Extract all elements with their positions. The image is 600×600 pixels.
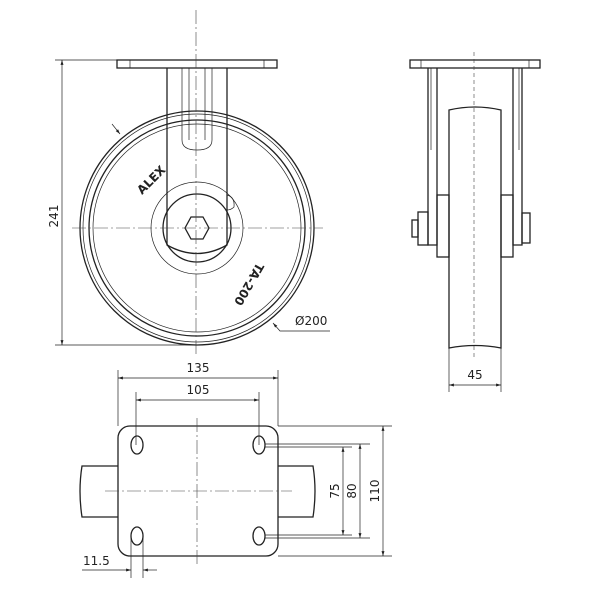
front-view: ALEX TA-200 241 Ø200: [47, 10, 330, 355]
top-plate: [116, 59, 278, 69]
dim-diameter: Ø200: [295, 314, 327, 328]
dim-11-5: 11.5: [83, 554, 110, 568]
wheel-side: [448, 106, 502, 349]
dim-80: 80: [345, 483, 359, 498]
dim-105: 105: [187, 383, 210, 397]
top-view: 135 105 110 80 75 11.5: [79, 361, 392, 578]
model-text: TA-200: [231, 261, 266, 308]
brand-text: ALEX: [134, 162, 169, 197]
dim-45: 45: [467, 368, 482, 382]
dim-135: 135: [187, 361, 210, 375]
dim-241: 241: [47, 205, 61, 228]
mounting-holes: [130, 435, 266, 546]
fork: [166, 68, 228, 255]
dim-110: 110: [368, 480, 382, 503]
side-view: 45: [409, 52, 541, 392]
dim-75: 75: [328, 483, 342, 498]
